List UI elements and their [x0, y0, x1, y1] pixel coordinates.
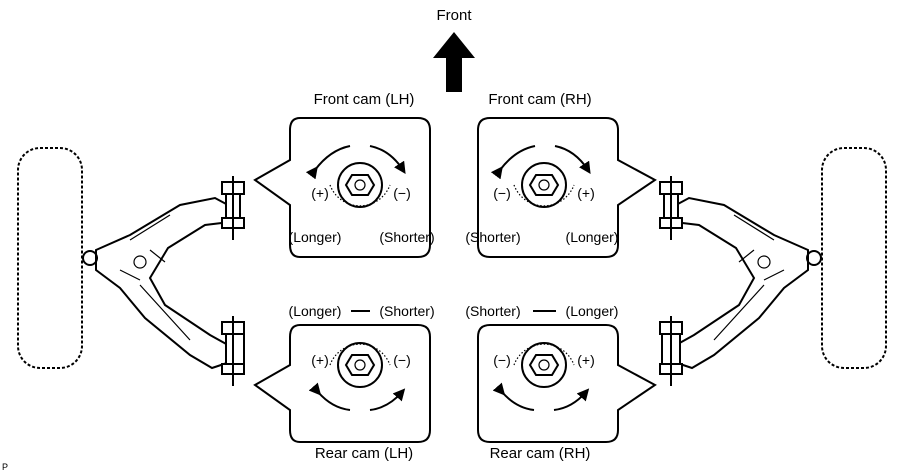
- rear-rh-title: Rear cam (RH): [490, 445, 591, 462]
- front-rh-panel: (−) (+): [477, 117, 657, 258]
- front-rh-minus-sign: (−): [493, 185, 511, 201]
- rear-rh-shorter-label: (Shorter): [465, 303, 520, 319]
- front-rh-title: Front cam (RH): [488, 91, 591, 108]
- front-arrow-icon: [433, 32, 475, 92]
- left-wheel-icon: [17, 147, 98, 369]
- rear-lh-plus-sign: (+): [311, 352, 329, 368]
- front-lh-longer-label: (Longer): [289, 229, 342, 245]
- front-direction-label: Front: [436, 7, 472, 24]
- front-lh-title: Front cam (LH): [314, 91, 415, 108]
- right-wheel-icon: [806, 147, 887, 369]
- rear-lh-minus-sign: (−): [393, 352, 411, 368]
- front-lh-cam-icon: [329, 162, 391, 208]
- rear-lh-shorter-label: (Shorter): [379, 303, 434, 319]
- rear-rh-cam-icon: [513, 342, 575, 388]
- right-control-arm-icon: [659, 176, 809, 386]
- left-control-arm-icon: [95, 176, 245, 386]
- front-lh-minus-sign: (−): [393, 185, 411, 201]
- front-rh-shorter-label: (Shorter): [465, 229, 520, 245]
- front-rh-longer-label: (Longer): [566, 229, 619, 245]
- rear-lh-panel: (+) (−): [253, 324, 431, 443]
- rear-rh-longer-label: (Longer): [566, 303, 619, 319]
- front-lh-panel: (+) (−): [253, 117, 431, 258]
- corner-mark: P: [2, 462, 8, 472]
- rear-lh-longer-label: (Longer): [289, 303, 342, 319]
- front-lh-shorter-label: (Shorter): [379, 229, 434, 245]
- rear-rh-plus-sign: (+): [577, 352, 595, 368]
- front-lh-plus-sign: (+): [311, 185, 329, 201]
- rear-rh-minus-sign: (−): [493, 352, 511, 368]
- front-rh-plus-sign: (+): [577, 185, 595, 201]
- rear-lh-cam-icon: [329, 342, 391, 388]
- rear-rh-panel: (−) (+): [477, 324, 657, 443]
- rear-lh-title: Rear cam (LH): [315, 445, 413, 462]
- front-rh-cam-icon: [513, 162, 575, 208]
